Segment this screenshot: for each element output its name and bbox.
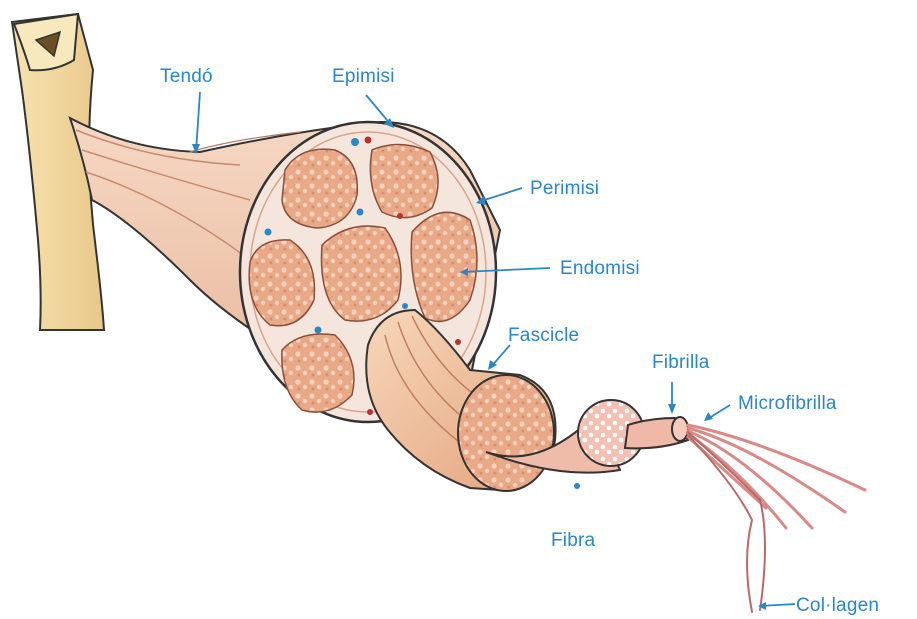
- label-tendo: Tendó: [160, 66, 213, 88]
- label-epimisi: Epimisi: [332, 66, 395, 88]
- label-fibrilla: Fibrilla: [652, 352, 710, 374]
- label-fascicle: Fascicle: [508, 325, 579, 347]
- label-perimisi: Perimisi: [530, 178, 599, 200]
- label-endomisi: Endomisi: [560, 258, 640, 280]
- label-collagen: Col·lagen: [796, 595, 879, 617]
- microfibrils: [688, 425, 865, 612]
- label-fibra: Fibra: [551, 530, 595, 552]
- label-microfibrilla: Microfibrilla: [738, 393, 837, 415]
